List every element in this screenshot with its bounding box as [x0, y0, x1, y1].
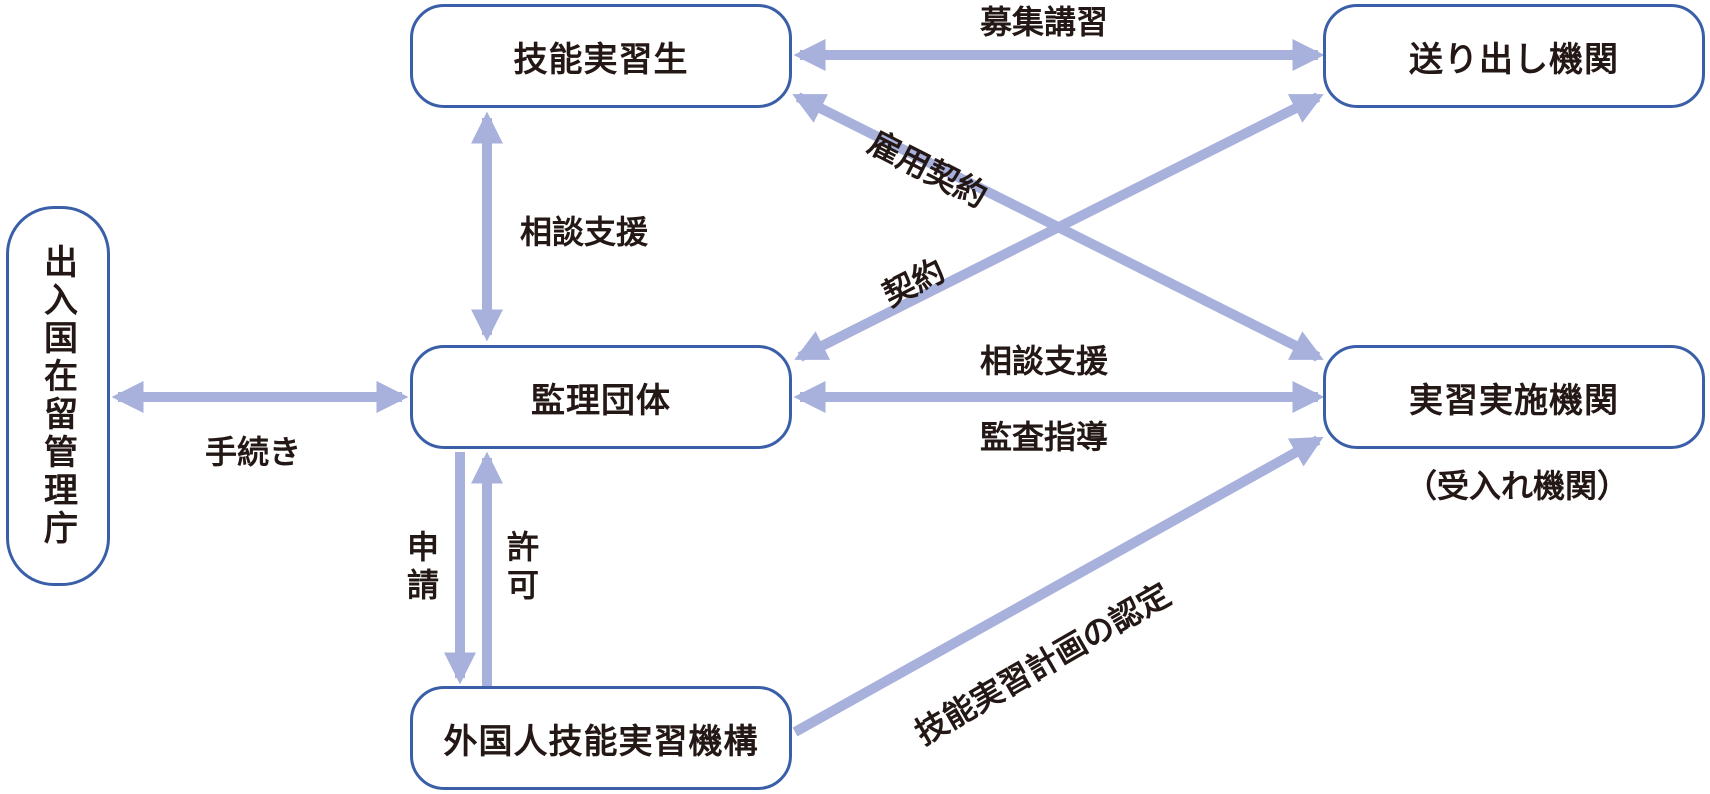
arrow-sending-supervising	[794, 92, 1324, 362]
node-implementing-organization: 実習実施機関	[1323, 345, 1705, 449]
node-immigration-services-agency: 出入国在留管理庁	[6, 206, 110, 586]
implementing-organization-note: （受入れ機関）	[1405, 467, 1630, 505]
label-application: 申請	[402, 530, 440, 606]
arrow-otit-implementing	[792, 435, 1324, 737]
node-sending-organization: 送り出し機関	[1323, 4, 1705, 108]
label-permission: 許可	[502, 530, 540, 606]
label-recruitment: 募集講習	[980, 3, 1109, 41]
node-otit: 外国人技能実習機構	[410, 686, 792, 790]
node-supervising-organization: 監理団体	[410, 345, 792, 449]
label-procedures: 手続き	[205, 433, 302, 471]
node-technical-intern-trainee: 技能実習生	[410, 4, 792, 108]
label-consult-support-implementing: 相談支援	[980, 342, 1109, 380]
label-audit-guidance: 監査指導	[980, 418, 1109, 456]
label-consult-support-trainee: 相談支援	[520, 213, 649, 251]
